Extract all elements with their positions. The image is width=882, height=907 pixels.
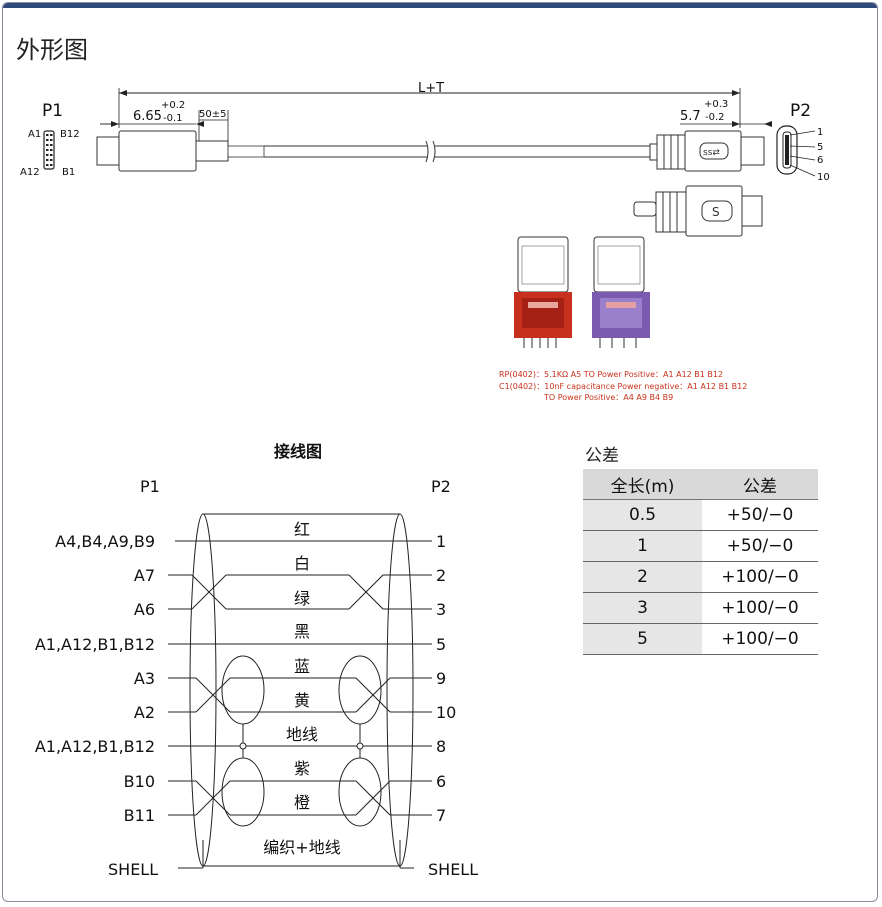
p1-pin-label: B1 — [62, 167, 75, 178]
pcb-note-2a: C1(0402)：10nF capacitance Power negative… — [499, 382, 747, 391]
pcb-image-left — [514, 236, 572, 348]
right-pin-label: 8 — [436, 737, 446, 756]
right-pin-label: 6 — [436, 772, 446, 791]
page-title: 外形图 — [16, 36, 88, 64]
p1-pin-label: A12 — [20, 167, 40, 178]
length-cell: 1 — [583, 530, 702, 562]
left-pin-label: B11 — [124, 806, 155, 825]
p1-overmold — [118, 130, 197, 172]
left-pin-label: A1,A12,B1,B12 — [35, 737, 155, 756]
left-pin-label: A4,B4,A9,B9 — [55, 532, 155, 551]
pcb-note-2b: TO Power Positive：A4 A9 B4 B9 — [543, 393, 673, 402]
p2-plug — [649, 130, 765, 172]
shell-right: SHELL — [428, 860, 478, 879]
tolerance-cell: +50/−0 — [702, 530, 818, 562]
tolerance-cell: +100/−0 — [702, 623, 818, 655]
dim-left: 6.65 — [133, 109, 162, 124]
wire-color-purple: 紫 — [294, 759, 310, 778]
table-row: 1 +50/−0 — [583, 530, 818, 562]
dim-right-minus: -0.2 — [705, 112, 725, 123]
wire-color-black: 黑 — [294, 622, 310, 641]
left-pin-label: A3 — [134, 669, 155, 688]
right-pin-label: 7 — [436, 806, 446, 825]
tolerance-title: 公差 — [585, 446, 619, 466]
shell-left: SHELL — [108, 860, 158, 879]
p1-plug-body — [96, 136, 120, 166]
dim-label: 50±5 — [199, 109, 226, 120]
p2-pin-label: 5 — [817, 142, 823, 153]
p2-pin-label: 10 — [817, 172, 830, 183]
tolerance-header-tol: 公差 — [702, 469, 818, 500]
table-row: 2 +100/−0 — [583, 561, 818, 593]
wire-color-red: 红 — [294, 520, 310, 539]
dim-left-minus: -0.1 — [163, 113, 183, 124]
left-pin-label: A7 — [134, 566, 155, 585]
length-cell: 5 — [583, 623, 702, 655]
wire-color-green: 绿 — [294, 589, 310, 608]
wiring-p1: P1 — [140, 477, 160, 496]
right-pin-label: 1 — [436, 532, 446, 551]
length-cell: 0.5 — [583, 499, 702, 531]
tolerance-cell: +100/−0 — [702, 592, 818, 624]
wiring-title: 接线图 — [274, 442, 322, 461]
title-bar — [3, 3, 877, 8]
wire-color-ground: 地线 — [286, 725, 318, 744]
table-row: 3 +100/−0 — [583, 592, 818, 624]
left-pin-label: A2 — [134, 703, 155, 722]
outline-drawing: P1 A1 B12 A12 B1 L+T 6.65 +0.2 -0.1 50±5… — [20, 81, 830, 402]
right-pin-label: 9 — [436, 669, 446, 688]
dim-right: 5.7 — [680, 109, 701, 124]
right-pin-label: 3 — [436, 600, 446, 619]
dim-right-plus: +0.3 — [704, 99, 728, 110]
tolerance-cell: +50/−0 — [702, 499, 818, 531]
left-pin-label: B10 — [124, 772, 155, 791]
wire-color-blue: 蓝 — [294, 657, 310, 676]
cable-label-tag — [227, 145, 265, 158]
pcb-image-right — [592, 236, 650, 348]
right-pin-label: 10 — [436, 703, 456, 722]
tolerance-cell: +100/−0 — [702, 561, 818, 593]
tolerance-table: 全长(m) 公差 0.5 +50/−0 1 +50/−0 2 +100/−0 3… — [583, 469, 818, 655]
right-pin-label: 2 — [436, 566, 446, 585]
wiring-diagram: 接线图 P1 P2 A4,B4,A9,B9 A7 A6 A1,A12,B1,B1… — [35, 442, 478, 879]
shield-label: 编织+地线 — [263, 838, 340, 857]
p1-label: P1 — [42, 101, 63, 121]
p2-pin-label: 1 — [817, 127, 823, 138]
p2-pin-label: 6 — [817, 155, 823, 166]
length-label: L+T — [418, 81, 444, 96]
table-row: 0.5 +50/−0 — [583, 499, 818, 531]
p1-pin-label: B12 — [60, 129, 80, 140]
table-row: 5 +100/−0 — [583, 623, 818, 655]
svg-text:ss⇄: ss⇄ — [703, 148, 720, 158]
wire-color-yellow: 黄 — [294, 691, 310, 710]
pcb-note-1: RP(0402)：5.1KΩ A5 TO Power Positive：A1 A… — [499, 370, 723, 379]
wire-color-orange: 橙 — [294, 793, 310, 812]
svg-text:S: S — [712, 205, 720, 219]
tolerance-header-length: 全长(m) — [583, 469, 702, 500]
p1-pin-label: A1 — [28, 129, 41, 140]
right-pin-label: 5 — [436, 635, 446, 654]
p2-plug-top-view — [633, 185, 763, 237]
wire-color-white: 白 — [294, 554, 310, 573]
left-pin-label: A6 — [134, 600, 155, 619]
left-pin-label: A1,A12,B1,B12 — [35, 635, 155, 654]
wiring-p2: P2 — [431, 477, 451, 496]
p2-label: P2 — [790, 101, 811, 121]
length-cell: 2 — [583, 561, 702, 593]
length-cell: 3 — [583, 592, 702, 624]
dim-left-plus: +0.2 — [161, 100, 185, 111]
